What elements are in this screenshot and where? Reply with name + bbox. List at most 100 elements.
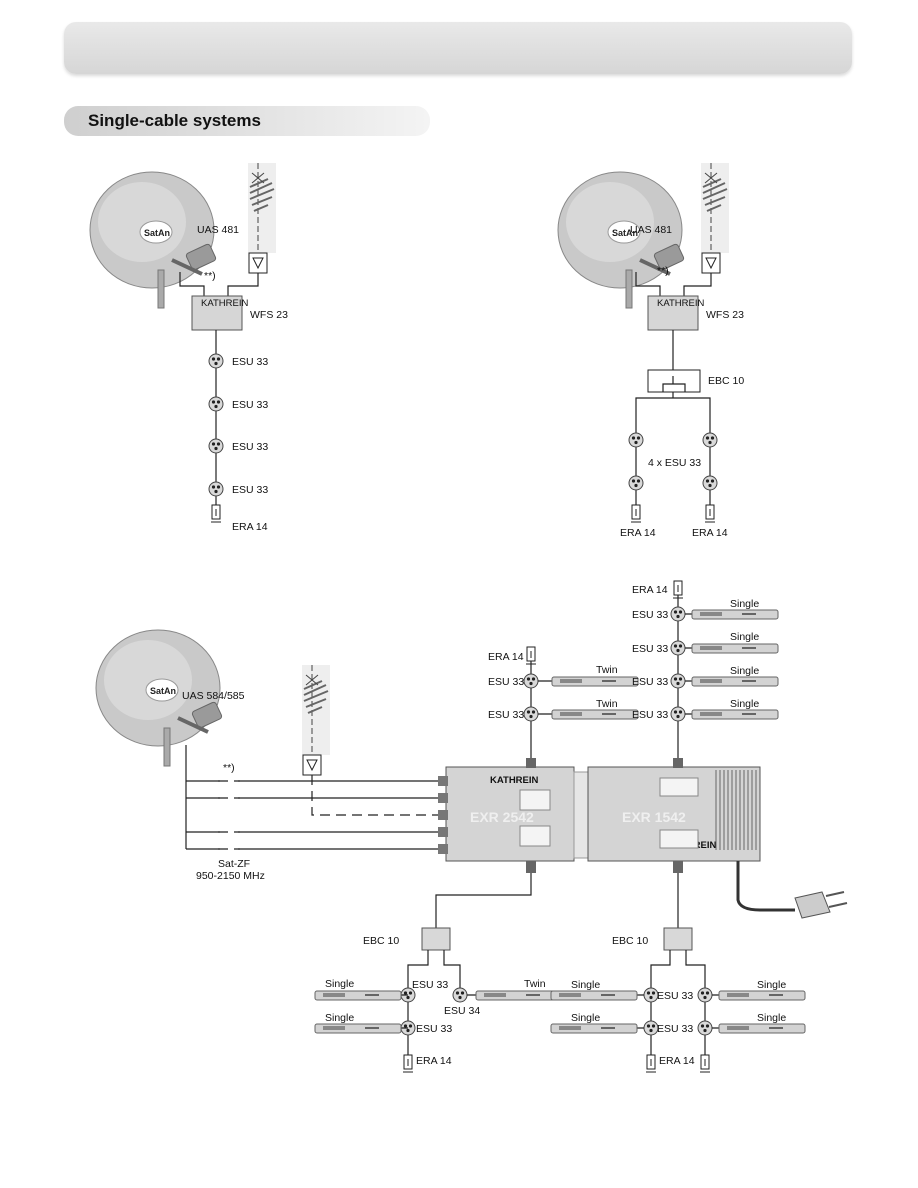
outlet-label: ESU 33 xyxy=(632,609,668,621)
multiswitch-right-label: EXR 1542 xyxy=(622,809,686,825)
header-bar xyxy=(64,22,852,74)
outlet-label: ESU 33 xyxy=(412,979,448,991)
terminator-label: ERA 14 xyxy=(232,521,268,533)
splitter-label: EBC 10 xyxy=(708,375,744,387)
terminator-label: ERA 14 xyxy=(416,1055,452,1067)
terminator-label: ERA 14 xyxy=(692,527,728,539)
receiver-icon xyxy=(691,643,779,654)
receiver-icon xyxy=(691,676,779,687)
satzf-freq-label: 950-2150 MHz xyxy=(196,870,265,882)
outlet-icon xyxy=(208,353,224,369)
switch-brand: KATHREIN xyxy=(201,298,248,309)
outlet-icon xyxy=(670,706,686,722)
outlet-icon xyxy=(702,432,718,448)
switch-label: WFS 23 xyxy=(250,309,288,321)
receiver-label: Single xyxy=(757,979,786,991)
receiver-label: Single xyxy=(730,698,759,710)
receiver-icon xyxy=(475,990,563,1001)
wfs23-switch-icon xyxy=(647,295,699,331)
splitter-label: EBC 10 xyxy=(363,935,399,947)
terminator-icon xyxy=(525,646,537,665)
ebc10-splitter-icon xyxy=(663,927,693,951)
outlet-icon xyxy=(628,432,644,448)
outlet-icon xyxy=(670,673,686,689)
receiver-icon xyxy=(314,1023,402,1034)
extra-outlet-label: ESU 34 xyxy=(444,1005,480,1017)
terrestrial-antenna-icon xyxy=(301,664,331,776)
outlet-label: ESU 33 xyxy=(632,643,668,655)
outlet-icon xyxy=(697,1020,713,1036)
note-label: **) xyxy=(204,270,216,282)
outlet-icon xyxy=(670,606,686,622)
note-label: **) xyxy=(657,265,669,277)
outlet-label: ESU 33 xyxy=(232,441,268,453)
outlet-icon xyxy=(208,481,224,497)
outlet-label: ESU 33 xyxy=(232,399,268,411)
satzf-label: Sat-ZF xyxy=(218,858,250,870)
receiver-label: Twin xyxy=(596,664,618,676)
terminator-icon xyxy=(645,1054,657,1073)
terrestrial-antenna-icon xyxy=(700,162,730,274)
receiver-label: Twin xyxy=(596,698,618,710)
outlet-icon xyxy=(208,396,224,412)
outlet-icon xyxy=(523,706,539,722)
outlet-label: ESU 33 xyxy=(416,1023,452,1035)
note-label: **) xyxy=(223,762,235,774)
terrestrial-antenna-icon xyxy=(247,162,277,274)
multiswitch-exr2542-icon xyxy=(445,766,575,862)
outlet-label: ESU 33 xyxy=(488,709,524,721)
terminator-icon xyxy=(704,504,716,523)
terminator-icon xyxy=(630,504,642,523)
outlet-label: ESU 33 xyxy=(657,1023,693,1035)
terminator-icon xyxy=(672,580,684,599)
terminator-icon xyxy=(210,504,222,523)
outlet-icon xyxy=(697,987,713,1003)
ebc10-splitter-icon xyxy=(421,927,451,951)
receiver-label: Single xyxy=(730,631,759,643)
receiver-label: Single xyxy=(757,1012,786,1024)
receiver-label: Single xyxy=(571,1012,600,1024)
brand-label: KATHREIN xyxy=(490,775,539,786)
satellite-dish-icon xyxy=(88,170,219,310)
terminator-icon xyxy=(402,1054,414,1073)
splitter-label: EBC 10 xyxy=(612,935,648,947)
outlet-label: ESU 33 xyxy=(632,676,668,688)
receiver-icon xyxy=(314,990,402,1001)
wfs23-switch-icon xyxy=(191,295,243,331)
outlet-label: ESU 33 xyxy=(232,484,268,496)
terminator-label: ERA 14 xyxy=(488,651,524,663)
receiver-label: Single xyxy=(730,665,759,677)
receiver-icon xyxy=(550,1023,638,1034)
outlet-icon xyxy=(643,1020,659,1036)
receiver-icon xyxy=(718,990,806,1001)
ebc10-splitter-icon xyxy=(647,369,701,393)
receiver-icon xyxy=(718,1023,806,1034)
receiver-label: Single xyxy=(325,1012,354,1024)
receiver-icon xyxy=(551,709,639,720)
receiver-icon xyxy=(691,709,779,720)
terminator-label: ERA 14 xyxy=(632,584,668,596)
receiver-label: Single xyxy=(730,598,759,610)
receiver-label: Single xyxy=(325,978,354,990)
outlet-icon xyxy=(702,475,718,491)
receiver-icon xyxy=(550,990,638,1001)
dish-label: UAS 584/585 xyxy=(182,690,245,702)
outlet-icon xyxy=(523,673,539,689)
terminator-icon xyxy=(699,1054,711,1073)
section-bar xyxy=(64,106,430,136)
outlets-label: 4 x ESU 33 xyxy=(648,457,701,469)
outlet-label: ESU 33 xyxy=(657,990,693,1002)
outlet-icon xyxy=(208,438,224,454)
receiver-icon xyxy=(551,676,639,687)
switch-label: WFS 23 xyxy=(706,309,744,321)
power-plug-icon xyxy=(794,891,848,919)
outlet-label: ESU 33 xyxy=(232,356,268,368)
outlet-icon xyxy=(452,987,468,1003)
outlet-label: ESU 33 xyxy=(488,676,524,688)
receiver-icon xyxy=(691,609,779,620)
receiver-label: Single xyxy=(571,979,600,991)
switch-brand: KATHREIN xyxy=(657,298,704,309)
outlet-icon xyxy=(628,475,644,491)
dish-label: UAS 481 xyxy=(630,224,672,236)
terminator-label: ERA 14 xyxy=(620,527,656,539)
